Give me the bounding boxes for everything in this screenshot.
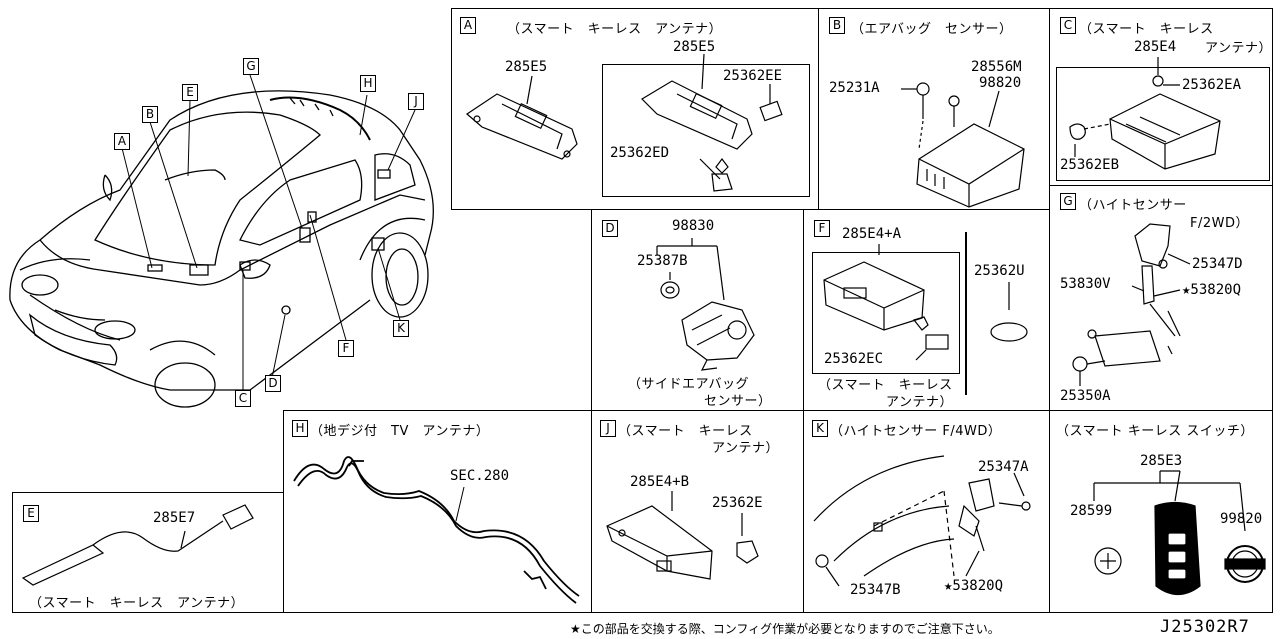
callout-b[interactable]: B	[142, 106, 158, 123]
panel-letter: E	[23, 505, 39, 522]
callout-j[interactable]: J	[408, 93, 424, 110]
part-number: 25362EC	[824, 351, 884, 367]
panel-letter: F	[814, 220, 830, 237]
part-number: 25387B	[637, 253, 688, 269]
panel-caption: アンテナ）	[886, 395, 953, 410]
panel-caption: （スマート キーレス	[818, 378, 953, 393]
panel-letter: K	[812, 420, 828, 437]
part-number: 25231A	[829, 80, 880, 96]
panel-d: D 98830 25387B （サイドエアバッグ センサー）	[591, 209, 804, 411]
panel-g: G （ハイトセンサー F/2WD） 25347D 53830V ★53820Q …	[1049, 185, 1273, 411]
part-number: 53830V	[1060, 276, 1111, 292]
car-illustration	[9, 74, 434, 408]
panel-caption: F/2WD）	[1190, 216, 1249, 231]
part-number: 25347B	[850, 582, 901, 598]
diagram-reference: J25302R7	[1160, 617, 1250, 637]
side-airbag-sensor-drawing	[656, 238, 755, 371]
panel-letter: H	[292, 420, 308, 437]
antenna-j-drawing	[606, 491, 759, 580]
callout-d[interactable]: D	[265, 375, 281, 392]
panel-caption: （ハイトセンサー F/4WD）	[830, 424, 1002, 439]
panel-b: B （エアバッグ センサー） 25231A 28556M 98820	[818, 8, 1050, 210]
part-number: 25362EB	[1060, 157, 1120, 173]
antenna-e-drawing	[21, 504, 254, 586]
height-sensor-4wd-drawing	[813, 455, 1031, 587]
part-number: 285E4+A	[842, 226, 902, 242]
part-number: 25347A	[978, 459, 1029, 475]
panel-letter: J	[600, 420, 616, 437]
callout-c[interactable]: C	[235, 390, 251, 407]
callout-e[interactable]: E	[182, 84, 198, 101]
part-number: 285E4+B	[630, 474, 690, 490]
panel-letter: D	[602, 220, 618, 237]
panel-caption: （スマート キーレス アンテナ）	[507, 22, 723, 37]
callout-g[interactable]: G	[243, 58, 259, 75]
key-fob-drawing	[1093, 470, 1266, 596]
part-number: 25362E	[712, 495, 763, 511]
part-number: 285E7	[153, 510, 196, 526]
part-number: 28599	[1070, 503, 1113, 519]
callout-k[interactable]: K	[393, 320, 409, 337]
panel-j: J （スマート キーレス アンテナ） 285E4+B 25362E	[591, 410, 804, 613]
panel-caption: （スマート キーレス アンテナ）	[29, 596, 245, 611]
overview-diagram: A B E G H J C D F K	[0, 0, 450, 410]
antenna-unit-drawing	[1069, 57, 1221, 170]
inset-frame	[1056, 67, 1270, 181]
part-number: 25347D	[1192, 256, 1243, 272]
callout-a[interactable]: A	[114, 133, 130, 150]
part-number: 99820	[1220, 511, 1263, 527]
panel-caption: （エアバッグ センサー）	[851, 22, 1013, 37]
part-number: ★53820Q	[1182, 282, 1242, 298]
inset-frame	[602, 64, 810, 197]
panel-caption: アンテナ）	[712, 441, 779, 456]
part-number: 25362U	[974, 263, 1025, 279]
panel-caption: （スマート キーレス	[1079, 22, 1214, 37]
panel-k: K （ハイトセンサー F/4WD） 25347A 25347B ★53820Q	[803, 410, 1050, 613]
panel-c: C （スマート キーレス アンテナ） 285E4 25362EA 25362EB	[1049, 8, 1273, 186]
part-number: 285E3	[1140, 453, 1183, 469]
callout-h[interactable]: H	[360, 75, 376, 92]
part-number: 285E4	[1134, 39, 1177, 55]
panel-letter: C	[1060, 17, 1076, 34]
part-number: SEC.280	[450, 468, 510, 484]
panel-caption: アンテナ）	[1205, 41, 1272, 56]
panel-letter: A	[460, 17, 476, 34]
part-number: 25350A	[1060, 388, 1111, 404]
panel-caption: （ハイトセンサー	[1079, 198, 1187, 213]
panel-caption: センサー）	[704, 394, 772, 409]
panel-a: A （スマート キーレス アンテナ） 285E5 285E5 25362EE 2…	[451, 8, 819, 210]
callout-f[interactable]: F	[338, 340, 354, 357]
tv-antenna-drawing	[293, 456, 580, 604]
antenna-f-drawing	[823, 232, 1028, 395]
part-number: 28556M	[971, 59, 1022, 75]
panel-letter: G	[1060, 193, 1076, 210]
part-number: 25362EA	[1182, 77, 1242, 93]
part-number: 98830	[672, 218, 715, 234]
panel-caption: （スマート キーレス	[618, 424, 753, 439]
panel-switch: （スマート キーレス スイッチ） 285E3 28599 99820	[1049, 410, 1273, 613]
part-number: 285E5	[673, 39, 716, 55]
panel-e: E 285E7 （スマート キーレス アンテナ）	[12, 492, 284, 613]
airbag-sensor-drawing	[901, 82, 1025, 208]
panel-caption: （サイドエアバッグ	[628, 377, 749, 392]
panel-letter: B	[829, 17, 845, 34]
height-sensor-2wd-drawing	[1072, 223, 1191, 386]
part-number: 285E5	[505, 59, 548, 75]
antenna-bracket-drawing	[466, 53, 783, 192]
panel-h: H （地デジ付 TV アンテナ） SEC.280	[283, 410, 592, 613]
panel-f: F 285E4+A 25362EC 25362U （スマート キーレス アンテナ…	[803, 209, 1050, 411]
part-number: 25362ED	[610, 145, 670, 161]
part-number: 98820	[979, 75, 1022, 91]
panel-caption: （スマート キーレス スイッチ）	[1056, 424, 1254, 439]
footer-note: ★この部品を交換する際、コンフィグ作業が必要となりますのでご注意下さい。	[570, 622, 1000, 636]
inset-frame	[812, 252, 960, 374]
part-number: ★53820Q	[944, 578, 1004, 594]
part-number: 25362EE	[723, 68, 783, 84]
panel-caption: （地デジ付 TV アンテナ）	[310, 424, 490, 439]
